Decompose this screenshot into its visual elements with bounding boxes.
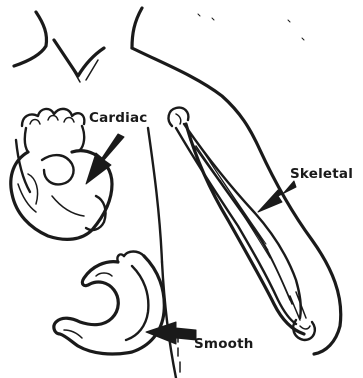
cardiac-arrow: [86, 134, 124, 184]
body-outline: [14, 8, 341, 378]
stomach-icon: [54, 252, 164, 355]
cardiac-label: Cardiac: [89, 110, 147, 126]
smooth-label: Smooth: [194, 336, 254, 352]
skeletal-label: Skeletal: [290, 166, 353, 182]
smooth-arrow: [146, 322, 196, 344]
